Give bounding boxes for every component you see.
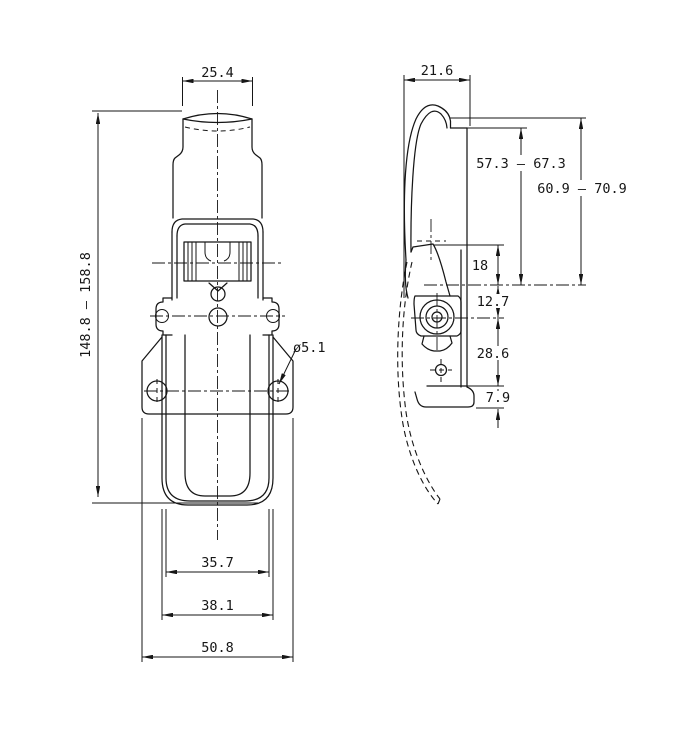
lever-open-ghost [397,261,441,505]
dim-label-center-to-pivot: 12.7 [477,294,510,310]
left-pivot-ear [155,297,173,336]
dim-label-pivot-to-base: 28.6 [477,346,510,362]
side-hook [403,104,452,299]
side-keeper-plate [414,127,475,408]
rivet-hole [434,363,448,377]
dim-label-hole-diameter: ø5.1 [293,340,326,356]
dim-label-depth: 21.6 [421,63,454,79]
mounting-plate [141,336,294,415]
right-pivot-ear [262,297,280,336]
hole-leader-line [278,348,297,385]
dim-label-range-b: 60.9 – 70.9 [537,181,626,197]
pivot-pin [431,311,443,323]
dim-label-range-a: 57.3 – 67.3 [476,156,565,172]
dim-label-hook-drop: 18 [472,258,488,274]
left-mounting-hole [146,380,168,402]
front-dimensions: 25.4 148.8 – 158.8 ø5.1 35.7 38.1 50.8 [78,65,326,662]
roller-hatch [187,242,248,281]
pivot-pin-hole [208,307,228,327]
catch-pin-hole [210,286,226,302]
lever-tail [184,334,251,497]
side-pivot-housing [413,295,462,352]
dim-label-strap-width: 38.1 [201,598,234,614]
dim-label-overall-height: 148.8 – 158.8 [78,252,94,358]
hole-crosshair-dashes [156,379,279,403]
dim-label-base-step: 7.9 [486,390,510,406]
dim-label-base-width: 50.8 [201,640,234,656]
side-view: 21.6 57.3 – 67.3 60.9 – 70.9 18 12.7 [397,63,627,505]
rivet-crosshair [430,359,452,382]
front-view: 25.4 148.8 – 158.8 ø5.1 35.7 38.1 50.8 [78,65,326,662]
side-dimensions: 21.6 57.3 – 67.3 60.9 – 70.9 18 12.7 [403,63,627,428]
latch-handle [172,112,263,219]
right-mounting-hole [267,380,289,402]
latch-mechanism [155,218,280,336]
catch-notch [208,282,228,292]
dim-label-slot-width: 35.7 [201,555,234,571]
bracket-strap [161,334,274,506]
roller-box [183,241,252,282]
pivot-boss-outer [419,299,455,335]
dim-label-top-width: 25.4 [201,65,234,81]
